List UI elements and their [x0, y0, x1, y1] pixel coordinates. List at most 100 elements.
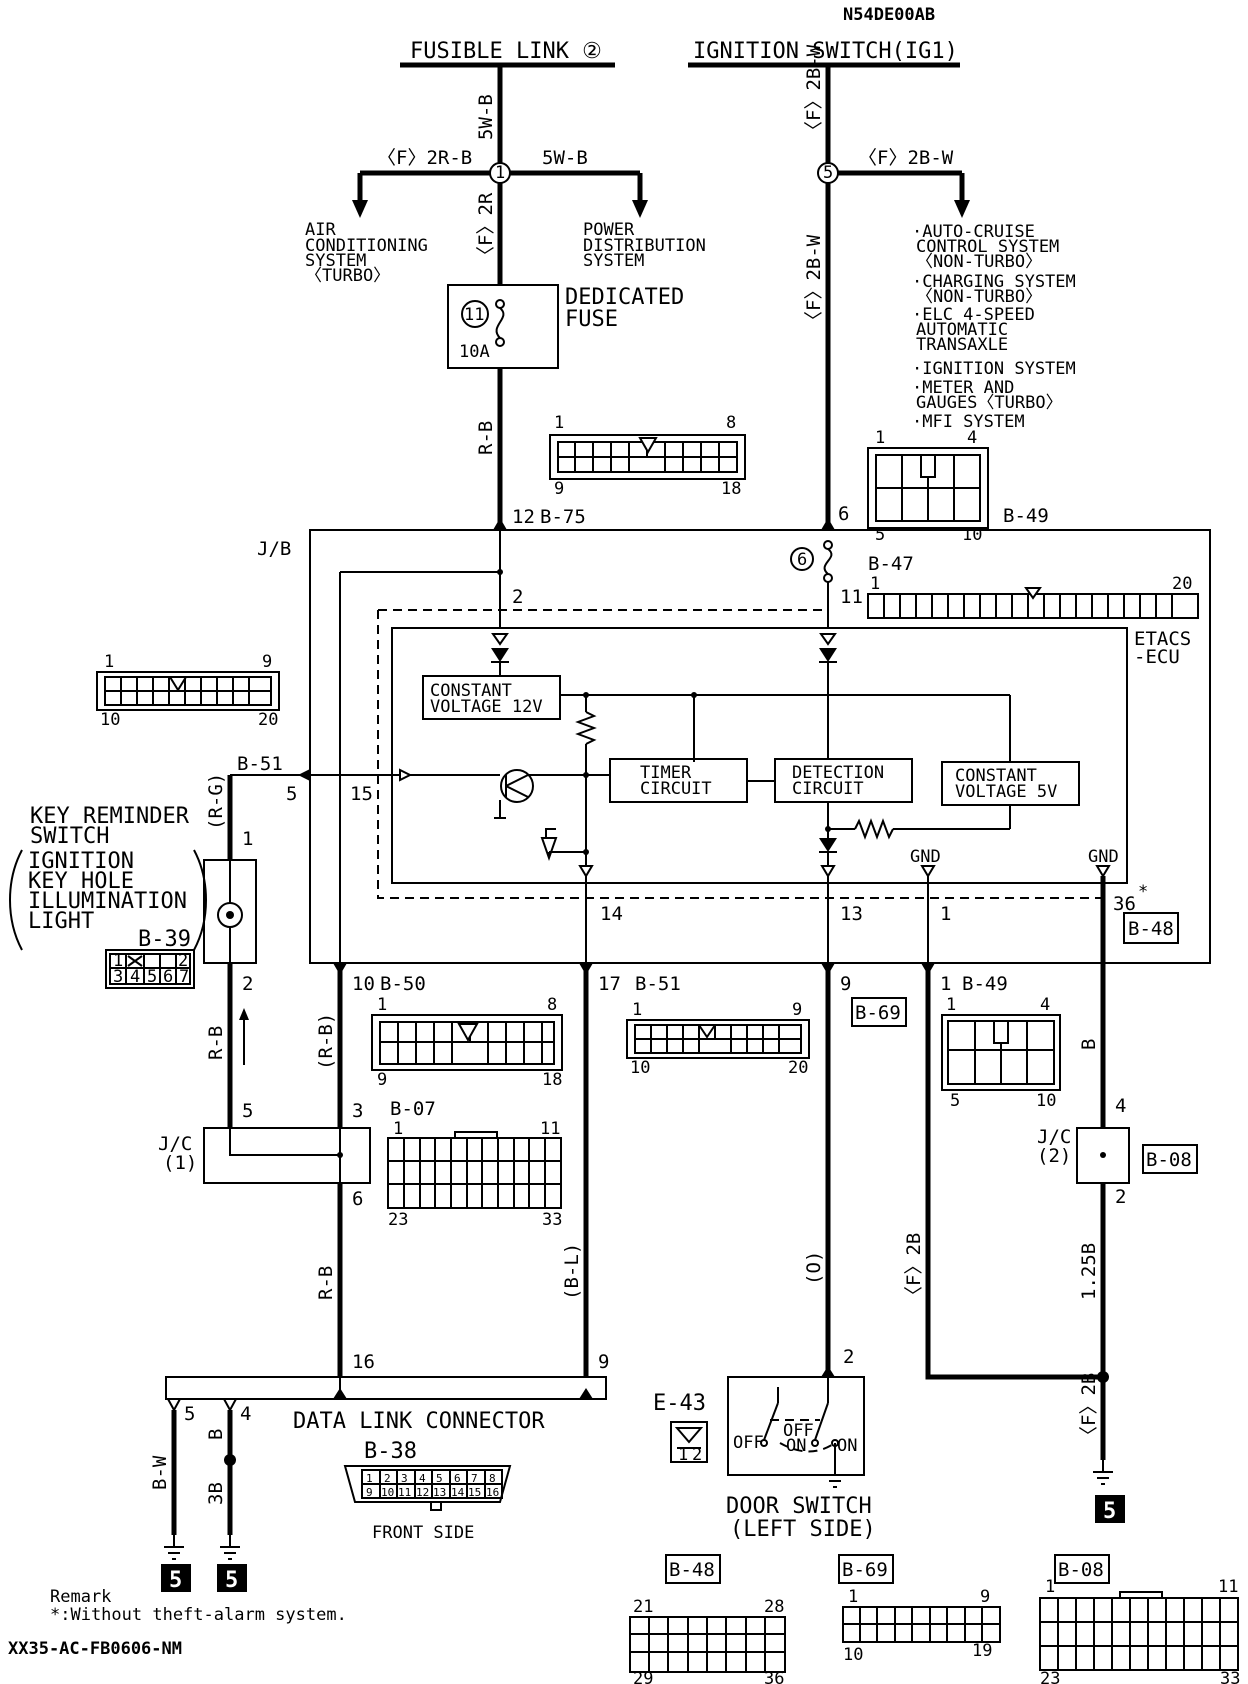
etacs-ecu-box: [391, 627, 1128, 884]
key-switch-paren-4: LIGHT: [28, 909, 94, 934]
destination-power: POWER DISTRIBUTION SYSTEM: [583, 220, 706, 271]
dest-1: ·AUTO-CRUISE: [912, 222, 1035, 242]
timer-line-2: CIRCUIT: [640, 779, 712, 799]
transistor-emitter: [505, 785, 529, 798]
pin-1: 1: [940, 903, 951, 925]
e43-pin-2: 2: [692, 1445, 702, 1465]
fuse-terminal-top: [495, 299, 505, 309]
remark-title: Remark: [50, 1587, 111, 1607]
ac-line-2: CONDITIONING: [305, 236, 428, 256]
dlc-arrow-16: [333, 1388, 347, 1399]
pin-13: 13: [840, 903, 863, 925]
b50-pin-1: 1: [377, 995, 387, 1015]
ignition-switch-label: IGNITION SWITCH(IG1): [693, 39, 958, 64]
jb-fuse-circle: [790, 547, 814, 571]
dest-10: ·METER AND: [912, 378, 1014, 398]
e43-key: [674, 1427, 704, 1444]
ks-pin-2: 2: [242, 973, 253, 995]
wire-label-r-g: (R-G): [205, 773, 227, 830]
dlc-p12: 12: [416, 1486, 429, 1499]
b51-top-pin-20: 20: [258, 710, 278, 730]
wire-label-r-b-paren: (R-B): [315, 1013, 337, 1070]
fuse-label-2: FUSE: [565, 307, 618, 332]
connector-b51-lower-view: 1 9 10 20: [626, 1000, 810, 1078]
cv5-line-2: VOLTAGE 5V: [955, 782, 1057, 802]
connector-b39-view: 1 2 3 4 5 6 7: [105, 949, 195, 989]
b39-pin-2: 2: [178, 951, 188, 971]
jb-fuse-bottom: [823, 573, 833, 583]
dlc-p10: 10: [381, 1486, 394, 1499]
b08-pin-33: 33: [1220, 1669, 1240, 1684]
connector-b50-view: 1 8 9 18: [371, 995, 563, 1090]
b49-lower-pin-1: 1: [946, 995, 956, 1015]
jb-fuse-top: [823, 540, 833, 550]
b48-tag-bottom-box: [665, 1554, 721, 1584]
b07-pin-33: 33: [542, 1210, 562, 1230]
b08-pin-1: 1: [1045, 1577, 1055, 1597]
b75-label: B-75: [540, 506, 586, 528]
ecu-gnd-1: [578, 865, 594, 878]
b69-tag-box: [851, 997, 907, 1027]
b51-lower-pin-9: 9: [792, 1000, 802, 1020]
dlc-p3: 3: [401, 1472, 408, 1485]
door-off: OFF: [733, 1433, 764, 1453]
pin-15: 15: [350, 783, 373, 805]
dest-11: GAUGES〈TURBO〉: [916, 393, 1063, 413]
b75-pin-8: 8: [726, 413, 736, 433]
jc1-label-2: (1): [163, 1152, 197, 1174]
b50-pin-8: 8: [547, 995, 557, 1015]
etacs-dashed-outline: [377, 609, 1110, 899]
remark-note: *:Without theft-alarm system.: [50, 1605, 347, 1625]
b48-pin-36: 36: [764, 1669, 784, 1684]
ac-line-3: SYSTEM: [305, 251, 366, 271]
pin-2: 2: [512, 586, 523, 608]
door-on2: ON: [837, 1436, 857, 1456]
dlc-arrow-4: [222, 1398, 238, 1413]
connector-b07-view: B-07 1 11 23 33: [387, 1098, 562, 1230]
power-line-1: POWER: [583, 220, 635, 240]
b75-outline: [549, 434, 746, 480]
b69-pin-10: 10: [843, 1645, 863, 1665]
wire-label-r-b-lower: R-B: [315, 1266, 337, 1300]
b50-label: B-50: [380, 973, 426, 995]
b51-top-pin-1: 1: [104, 652, 114, 672]
door-arrow: [821, 1366, 835, 1377]
connector-b47-view: 1 20: [867, 574, 1199, 619]
dlc-pin-9: 9: [598, 1351, 609, 1373]
dest-6: ·ELC 4-SPEED: [912, 305, 1035, 325]
ks-pin-1: 1: [242, 828, 253, 850]
dest-8: TRANSAXLE: [916, 335, 1008, 355]
detection-line-2: CIRCUIT: [792, 779, 864, 799]
detection-line-1: DETECTION: [792, 763, 884, 783]
b51-top-key: [168, 676, 188, 692]
wire-label-5w-b-h: 5W-B: [542, 147, 588, 169]
b50-pin-18: 18: [542, 1070, 562, 1090]
b48-pin-28: 28: [764, 1597, 784, 1617]
dedicated-fuse-box: [447, 284, 559, 369]
pin-10: 10: [352, 973, 375, 995]
dlc-pin-4: 4: [240, 1403, 251, 1425]
footer-id: XX35-AC-FB0606-NM: [8, 1639, 182, 1659]
door-switch-arc: [779, 1442, 836, 1453]
ground-symbol-2: [219, 1534, 241, 1560]
b69-pin-9: 9: [980, 1587, 990, 1607]
b50-pin-9: 9: [377, 1070, 387, 1090]
connector-e43-view: 1 2: [670, 1421, 708, 1465]
fusible-link-label: FUSIBLE LINK ②: [410, 39, 602, 64]
wire-label-o: (O): [803, 1251, 825, 1285]
ecu-input-15: [399, 768, 413, 782]
b38-tab: [430, 1501, 442, 1511]
connector-b48-view: 21 28 29 36: [629, 1597, 786, 1684]
b38-outline: [343, 1465, 512, 1503]
connector-b38-view: 1 2 3 4 5 6 7 8 9 10 11 12 13 14 15 16: [343, 1465, 512, 1511]
wire-label-f2b-w-h: 〈F〉2B-W: [858, 147, 954, 169]
b49-lower-pin-10: 10: [1036, 1091, 1056, 1111]
ground-label-2: 5: [225, 1568, 238, 1593]
wire-label-b-right: B: [1078, 1039, 1100, 1050]
b39-blank: [127, 955, 143, 967]
dlc-p11: 11: [398, 1486, 411, 1499]
junction-block-box: [309, 529, 1211, 964]
b75-pin-1: 1: [554, 413, 564, 433]
b08-tag-upper-box: [1142, 1144, 1198, 1174]
